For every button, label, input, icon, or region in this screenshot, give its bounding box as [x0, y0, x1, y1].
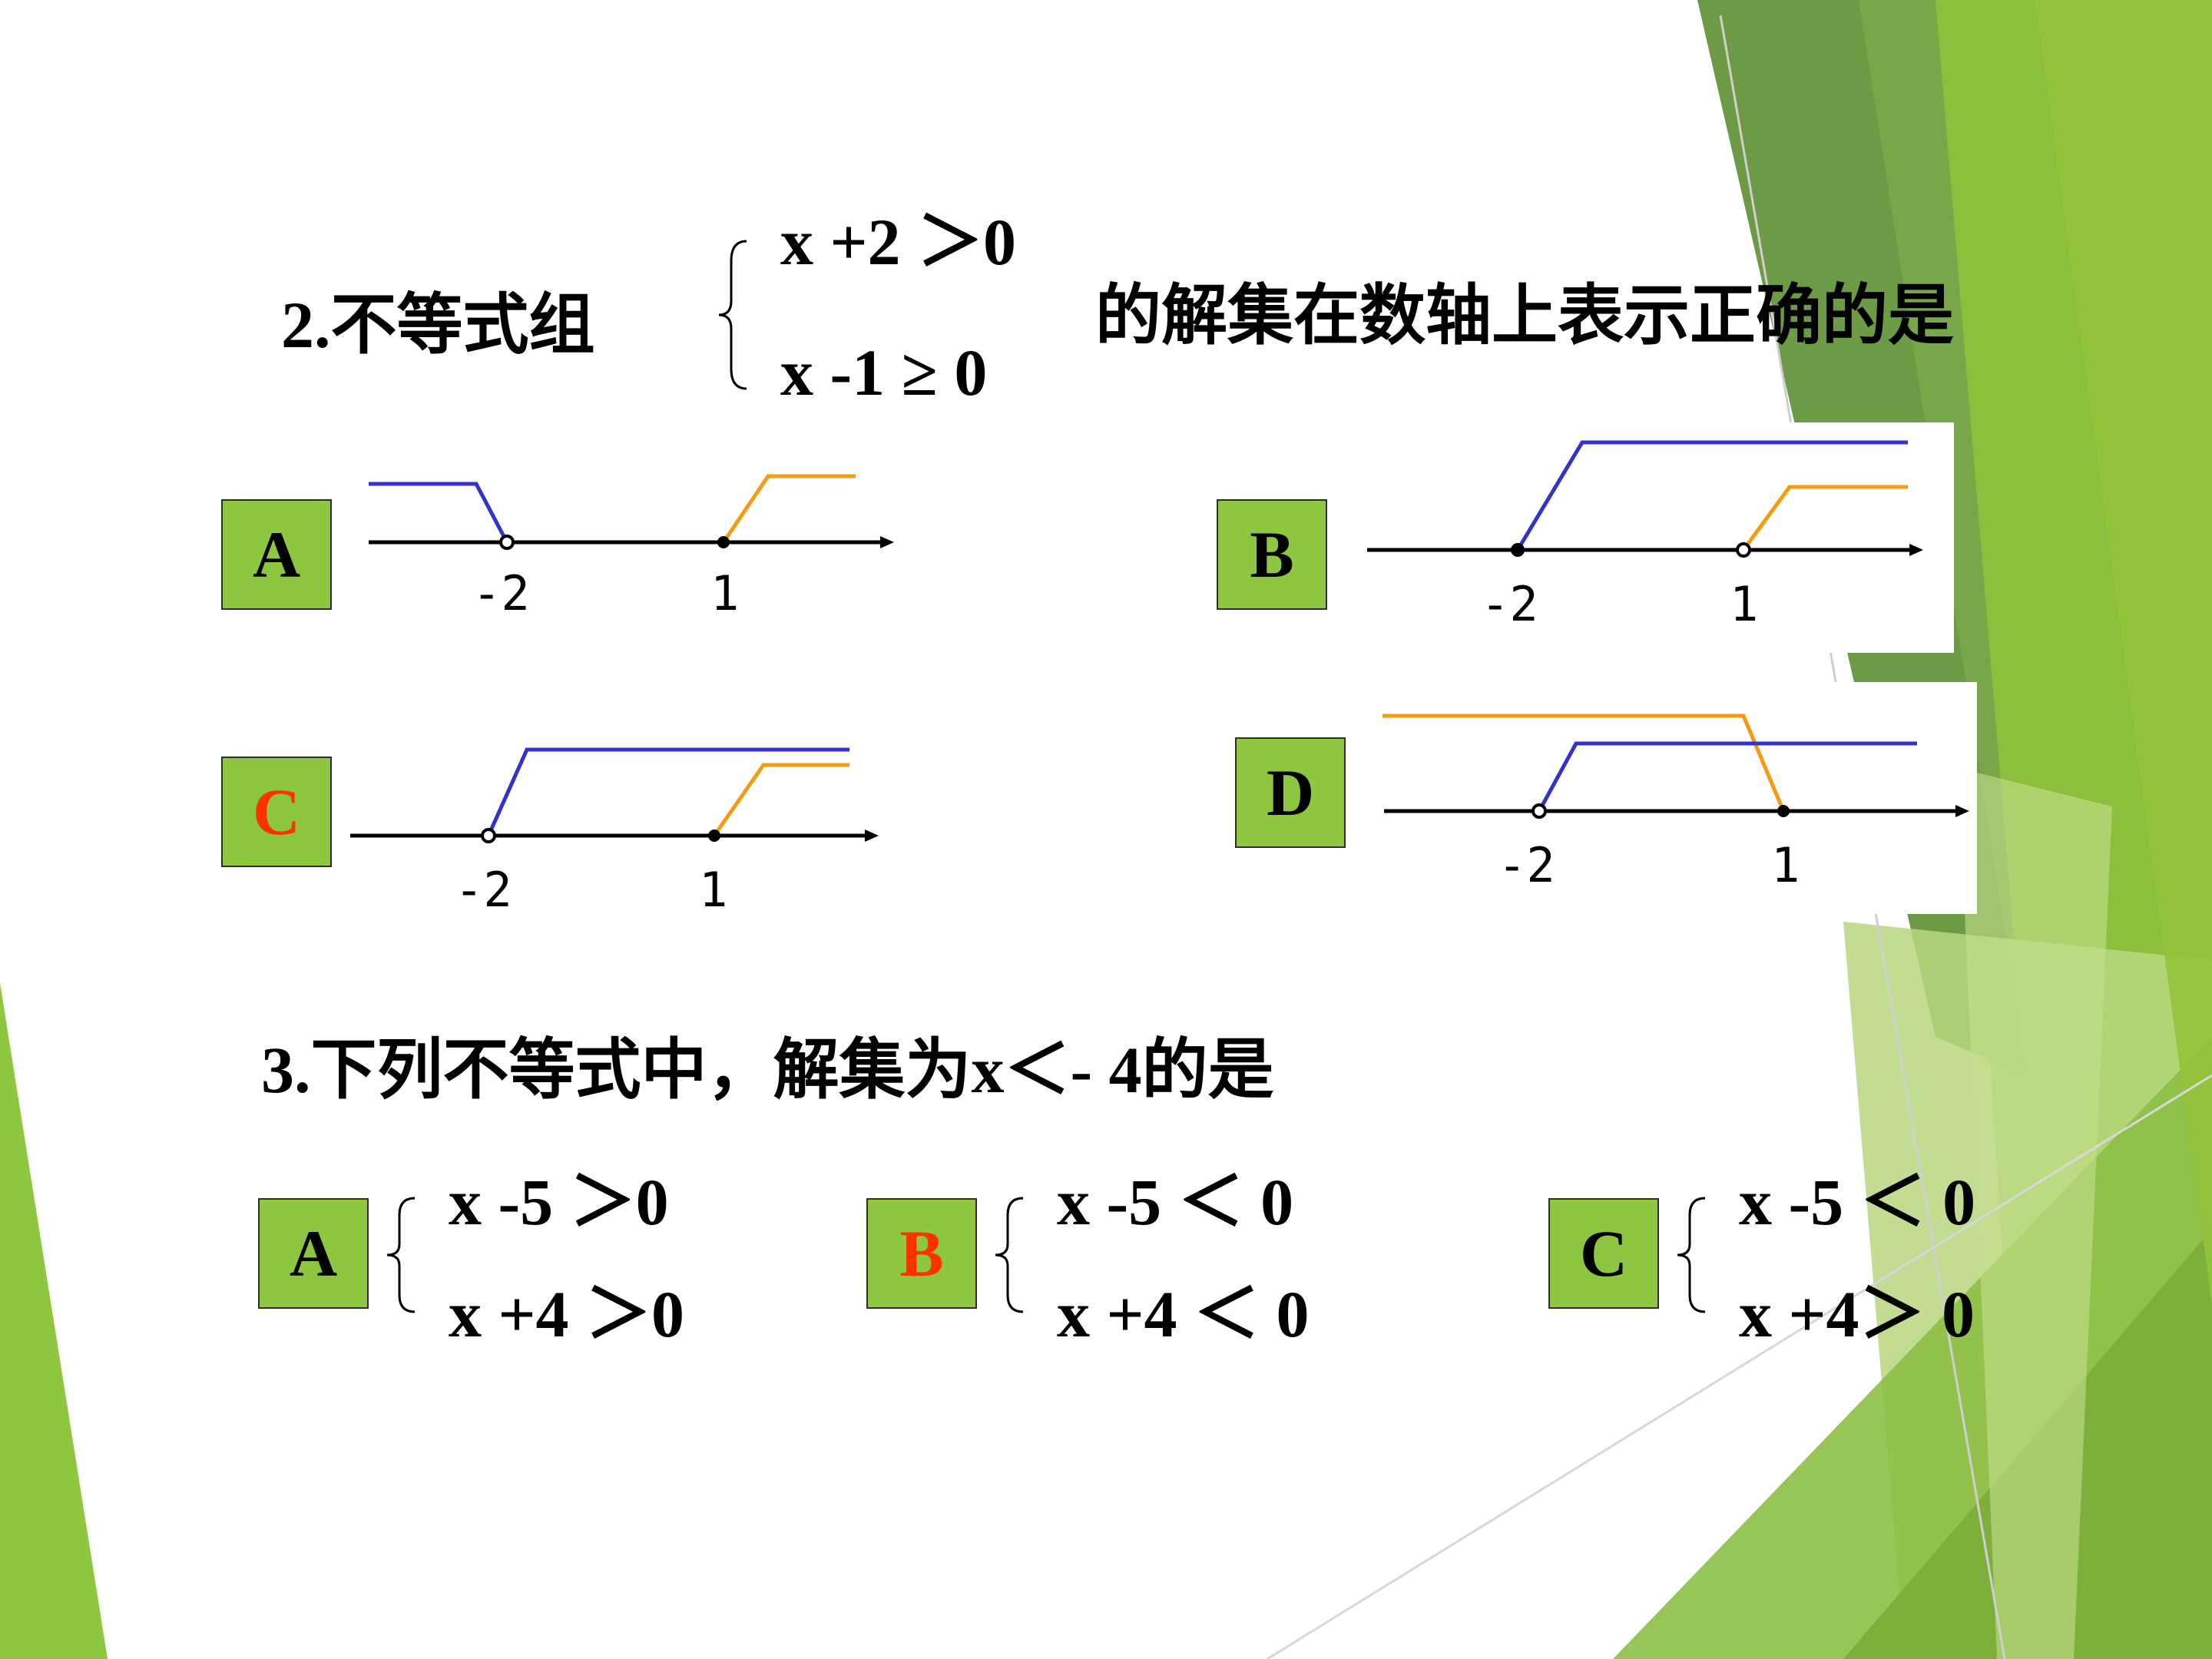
tick-label-a-neg2: -2 [472, 565, 530, 621]
number-line-d: -2 1 [1382, 691, 1974, 906]
number-line-a-graphic [369, 474, 894, 550]
number-line-c: -2 1 [346, 730, 899, 922]
number-line-d-graphic [1382, 714, 1969, 819]
q3-option-a[interactable]: A [258, 1198, 369, 1309]
q2-option-b[interactable]: B [1217, 499, 1327, 610]
q3-title: 3.下列不等式中，解集为x＜- 4的是 [261, 1033, 1274, 1107]
q3-option-b-ineq-2: x +4 ＜ 0 [1057, 1277, 1310, 1351]
q2-brace [718, 240, 747, 390]
q2-option-d[interactable]: D [1235, 737, 1346, 848]
q3-brace-c [1677, 1197, 1706, 1313]
tick-label-a-1: 1 [710, 565, 740, 621]
number-line-b-graphic [1367, 440, 1923, 558]
q3-option-a-ineq-2: x +4 ＞0 [449, 1277, 685, 1351]
q3-brace-b [995, 1197, 1024, 1313]
number-line-a: -2 1 [361, 453, 899, 637]
q2-option-c[interactable]: C [221, 757, 332, 867]
number-line-d-panel [1375, 682, 1977, 914]
tick-label-c-1: 1 [699, 862, 728, 918]
tick-label-d-neg2: -2 [1498, 837, 1555, 893]
q2-lead: 2.不等式组 [281, 288, 595, 362]
tick-label-c-neg2: -2 [455, 862, 512, 918]
q3-option-c-ineq-2: x +4＞ 0 [1739, 1277, 1975, 1351]
tick-label-d-1: 1 [1771, 837, 1800, 893]
q2-inequality-1: x +2 ＞0 [780, 205, 1017, 279]
number-line-b: -2 1 [1359, 430, 1928, 645]
q3-brace-a [386, 1197, 416, 1313]
q3-option-c[interactable]: C [1548, 1198, 1659, 1309]
q3-option-c-ineq-1: x -5 ＜ 0 [1739, 1165, 1976, 1239]
q3-option-b-ineq-1: x -5 ＜ 0 [1057, 1165, 1294, 1239]
tick-label-b-neg2: -2 [1481, 576, 1538, 632]
q2-inequality-2: x -1 ≥ 0 [780, 336, 988, 409]
number-line-b-panel [1352, 422, 1954, 653]
q2-tail: 的解集在数轴上表示正确的是 [1095, 279, 1954, 353]
q3-option-b[interactable]: B [866, 1198, 977, 1309]
q2-option-a[interactable]: A [221, 499, 332, 610]
q3-option-a-ineq-1: x -5 ＞0 [449, 1165, 669, 1239]
number-line-c-graphic [350, 747, 879, 843]
tick-label-b-1: 1 [1730, 576, 1759, 632]
